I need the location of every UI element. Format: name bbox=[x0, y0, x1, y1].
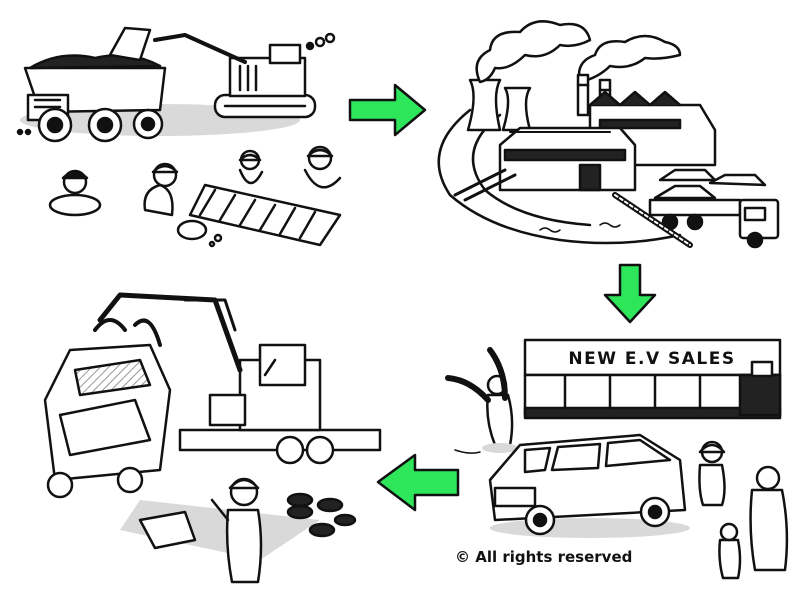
excavator bbox=[108, 26, 336, 119]
scrapped-car bbox=[43, 318, 172, 499]
smoke bbox=[475, 20, 682, 84]
warehouse bbox=[498, 126, 637, 192]
sales-scene bbox=[445, 338, 789, 580]
arrow-left bbox=[376, 453, 460, 512]
miner-1 bbox=[48, 169, 102, 217]
tube-man bbox=[445, 347, 518, 454]
miner-2 bbox=[143, 162, 223, 248]
manufacturing-scene bbox=[437, 20, 780, 249]
arrow-right bbox=[348, 83, 427, 137]
material-handler bbox=[97, 292, 382, 465]
copyright-notice: © All rights reserved bbox=[455, 548, 633, 566]
cooling-towers bbox=[466, 78, 532, 132]
scrapping-scene bbox=[43, 292, 382, 584]
showroom bbox=[523, 338, 782, 420]
car-carrier bbox=[648, 168, 780, 249]
suv bbox=[488, 433, 690, 538]
customers bbox=[698, 440, 789, 580]
tire-pile bbox=[286, 492, 357, 538]
arrow-down bbox=[603, 263, 657, 324]
dump-truck bbox=[23, 54, 167, 143]
worker bbox=[210, 477, 263, 584]
conveyor-belt bbox=[188, 145, 342, 247]
showroom-sign: NEW E.V SALES bbox=[568, 349, 735, 369]
mining-scene bbox=[16, 26, 342, 248]
